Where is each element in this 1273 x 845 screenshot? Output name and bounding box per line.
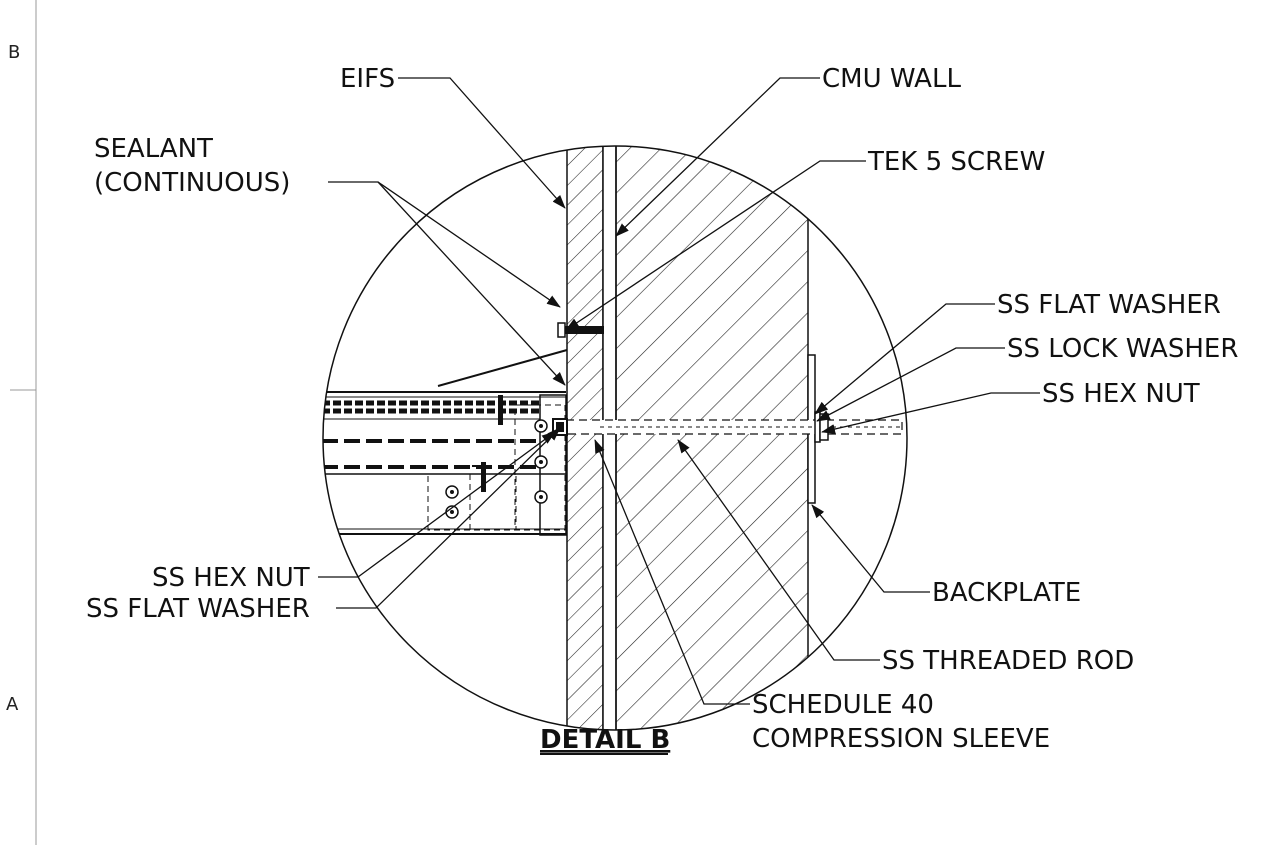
callout-ss-hex-nut-right: SS HEX NUT [1042,379,1200,409]
callout-cmu-wall: CMU WALL [822,64,961,94]
detail-contents [323,146,903,730]
zone-label-b: B [8,42,20,63]
callout-ss-hex-nut-left: SS HEX NUT [152,563,310,593]
eifs-layer [566,146,604,730]
air-gap [602,146,617,730]
callout-ss-flat-washer-left: SS FLAT WASHER [86,594,310,624]
callout-ss-lock-washer: SS LOCK WASHER [1007,334,1238,364]
callout-eifs: EIFS [340,64,395,94]
cmu-wall-section [615,146,809,730]
callout-sleeve-line1: SCHEDULE 40 [752,690,934,720]
callout-sealant-line1: SEALANT [94,134,213,164]
callout-backplate: BACKPLATE [932,578,1081,608]
callout-ss-threaded-rod: SS THREADED ROD [882,646,1134,676]
callout-tek-screw: TEK 5 SCREW [867,147,1045,177]
tek-screw [560,326,604,334]
leader-lines [318,77,1040,705]
detail-title: DETAIL B [540,725,670,755]
outrigger-assembly [323,349,568,536]
callout-ss-flat-washer-right: SS FLAT WASHER [997,290,1221,320]
detail-circle [322,145,908,731]
zone-label-a: A [6,694,19,715]
callout-sleeve-line2: COMPRESSION SLEEVE [752,724,1050,754]
callout-sealant-line2: (CONTINUOUS) [94,168,290,198]
